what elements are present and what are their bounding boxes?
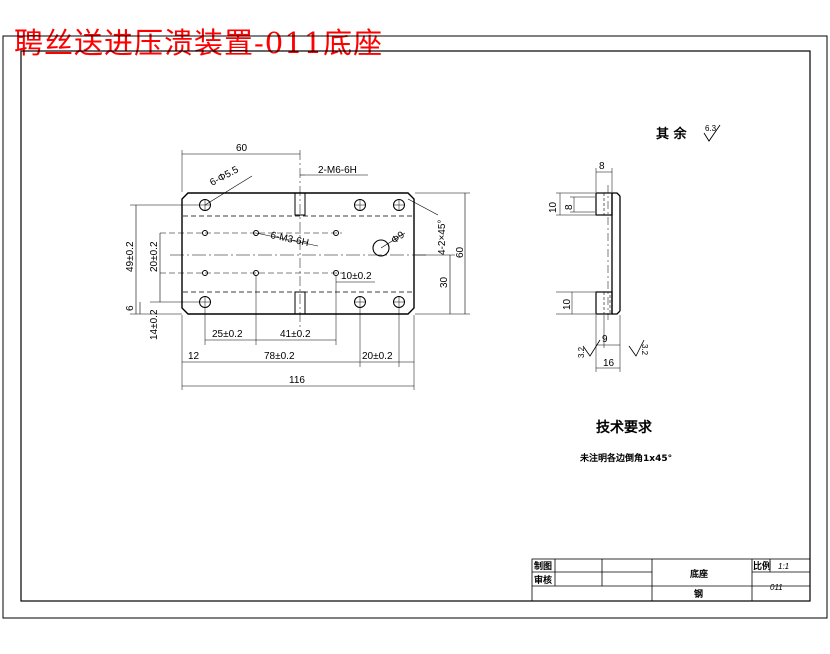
dim-bottom-78: 78±0.2 [264,351,295,362]
dim-offset-10: 10±0.2 [341,271,372,282]
dim-left-20: 20±0.2 [149,241,160,272]
dim-thread-top: 2-M6-6H [318,165,357,176]
tech-heading: 技术要求 [596,419,653,436]
dim-side-9: 9 [602,334,608,345]
dim-spacing-25: 25±0.2 [212,329,243,340]
dim-hole-big: Φ9 [389,229,407,246]
title-block-drawn: 制图 [534,560,552,572]
roughness-value: 6.3 [705,124,717,133]
dim-chamfer: 4-2×45° [437,220,448,255]
dim-bottom-20: 20±0.2 [362,351,393,362]
outer-border [2,35,828,619]
dim-thread-mid: 6-M3-6H [269,230,309,249]
dim-side-16: 16 [603,358,615,369]
drawing-title-banner: 聘丝送进压溃装置-011底座 [14,26,384,60]
dim-height-30: 30 [439,276,450,288]
roughness-symbol-icon [703,124,721,142]
title-block-material: 钢 [694,588,703,600]
title-block-scale-label: 比例 [753,560,771,572]
title-block-part-name: 底座 [690,568,708,580]
dim-holes-large: 6-Φ5.5 [208,164,241,188]
inner-frame [20,50,811,602]
side-view [556,168,645,372]
dim-left-6: 6 [125,305,136,311]
tech-note: 未注明各边倒角1x45° [579,452,672,464]
title-block [531,558,811,602]
dim-bottom-116: 116 [289,375,305,386]
front-view [130,150,470,390]
title-block-drawing-no: 011 [770,583,783,592]
dim-side-8-top: 8 [599,161,605,172]
dim-left-49: 49±0.2 [125,241,136,272]
dim-left-14: 14±0.2 [149,309,160,340]
dim-side-10-b: 10 [562,298,573,310]
dim-spacing-41: 41±0.2 [280,329,311,340]
plate-outline [181,192,415,315]
title-block-scale-value: 1:1 [778,562,789,571]
dim-height-total: 60 [455,246,466,258]
dim-side-10-a: 10 [548,201,559,213]
dim-side-8-b: 8 [564,204,575,210]
roughness-side-left: 3.2 [577,346,586,358]
roughness-label: 其 余 [656,126,688,142]
dim-top-width: 60 [236,143,248,154]
roughness-side-right: 3.2 [640,344,649,356]
title-block-checked: 审核 [534,574,552,586]
dim-bottom-12: 12 [188,351,200,362]
